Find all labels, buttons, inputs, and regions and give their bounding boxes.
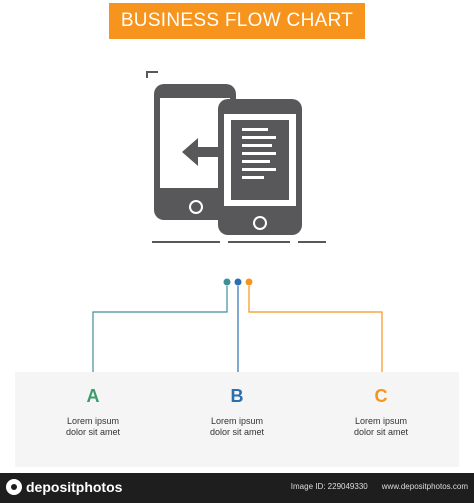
title-banner: BUSINESS FLOW CHART: [109, 3, 365, 39]
footer-brand: depositphotos: [26, 479, 123, 495]
step-text-a: Lorem ipsum dolor sit amet: [15, 416, 171, 438]
footer-site: www.depositphotos.com: [381, 482, 468, 491]
connector-dot-c: [245, 278, 253, 286]
step-text-a-line2: dolor sit amet: [65, 427, 121, 437]
connector-dot-b: [234, 278, 242, 286]
left-phone-frame: [146, 71, 158, 78]
step-card-a: A Lorem ipsum dolor sit amet: [15, 372, 171, 467]
connector-dot-a: [223, 278, 231, 286]
connector-line-a: [92, 286, 228, 374]
step-text-c-line1: Lorem ipsum: [354, 416, 408, 426]
step-card-b: B Lorem ipsum dolor sit amet: [159, 372, 315, 467]
connector-line-c: [248, 286, 383, 374]
step-letter-b: B: [230, 386, 244, 406]
document-lines-icon: [242, 128, 276, 179]
stock-footer: depositphotos Image ID: 229049330 www.de…: [0, 473, 474, 503]
step-text-b-line1: Lorem ipsum: [210, 416, 264, 426]
footer-image-id: Image ID: 229049330: [290, 482, 368, 491]
right-phone-button: [253, 216, 267, 230]
footer-meta: Image ID: 229049330 www.depositphotos.co…: [291, 482, 468, 491]
step-text-b-line2: dolor sit amet: [209, 427, 265, 437]
transfer-arrow-icon: [182, 138, 228, 166]
step-text-c: Lorem ipsum dolor sit amet: [303, 416, 459, 438]
step-text-a-line1: Lorem ipsum: [66, 416, 120, 426]
step-text-b: Lorem ipsum dolor sit amet: [159, 416, 315, 438]
depositphotos-logo-icon: [6, 479, 22, 495]
footer-logo: depositphotos: [6, 479, 122, 495]
step-card-c: C Lorem ipsum dolor sit amet: [303, 372, 459, 467]
flow-connectors: [92, 278, 383, 374]
step-letter-a: A: [86, 386, 100, 406]
mobile-data-transfer-icon: [146, 71, 326, 243]
step-letter-c: C: [374, 386, 388, 406]
chart-title: BUSINESS FLOW CHART: [120, 10, 354, 31]
left-phone-button: [189, 200, 203, 214]
step-text-c-line2: dolor sit amet: [353, 427, 409, 437]
